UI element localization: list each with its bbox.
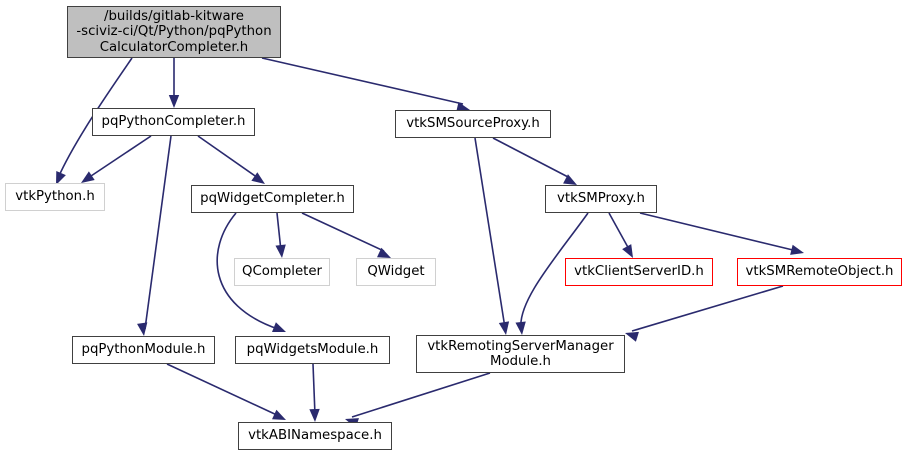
graph-node-label: vtkABINamespace.h bbox=[248, 428, 382, 444]
graph-edge-vtkRemotingServerManagerModule-vtkABINamespace bbox=[351, 372, 491, 418]
graph-arrowhead-vtkSMSourceProxy-vtkRemotingServerManagerModule bbox=[498, 321, 510, 335]
graph-edge-vtkSMSourceProxy-vtkRemotingServerManagerModule bbox=[474, 137, 506, 329]
graph-edge-vtkSMProxy-vtkClientServerID bbox=[608, 212, 631, 252]
graph-node-pqPythonCompleter[interactable]: pqPythonCompleter.h bbox=[92, 108, 255, 136]
graph-node-label: QWidget bbox=[367, 264, 425, 280]
graph-node-vtkPython[interactable]: vtkPython.h bbox=[5, 183, 105, 211]
graph-node-pqWidgetCompleter[interactable]: pqWidgetCompleter.h bbox=[191, 185, 354, 213]
graph-node-label: pqWidgetCompleter.h bbox=[200, 191, 345, 207]
graph-node-label: vtkClientServerID.h bbox=[574, 264, 704, 280]
graph-arrowhead-pqPythonModule-vtkABINamespace bbox=[272, 409, 286, 420]
graph-edge-vtkSMProxy-vtkRemotingServerManagerModule bbox=[520, 212, 589, 329]
graph-edge-vtkSMSourceProxy-vtkSMProxy bbox=[492, 137, 571, 179]
graph-arrowhead-root-pqPythonCompleter bbox=[168, 95, 180, 108]
graph-node-label: vtkRemotingServerManager Module.h bbox=[427, 338, 614, 369]
graph-node-root[interactable]: /builds/gitlab-kitware -sciviz-ci/Qt/Pyt… bbox=[67, 6, 281, 58]
graph-arrowhead-pqWidgetsModule-vtkABINamespace bbox=[309, 408, 320, 422]
graph-node-vtkRemotingServerManagerModule[interactable]: vtkRemotingServerManager Module.h bbox=[416, 335, 625, 373]
edges-group bbox=[56, 57, 804, 428]
graph-edge-vtkSMProxy-vtkSMRemoteObject bbox=[639, 212, 798, 252]
graph-edge-vtkSMRemoteObject-vtkRemotingServerManagerModule bbox=[631, 285, 784, 332]
graph-arrowhead-root-vtkPython bbox=[56, 171, 66, 185]
graph-node-label: pqPythonCompleter.h bbox=[101, 114, 246, 130]
graph-node-QCompleter[interactable]: QCompleter bbox=[234, 258, 330, 286]
graph-edge-pqWidgetCompleter-pqWidgetsModule bbox=[216, 212, 279, 330]
graph-node-label: vtkSMProxy.h bbox=[557, 191, 645, 207]
graph-node-label: vtkPython.h bbox=[15, 189, 95, 205]
graph-arrowhead-pqPythonCompleter-pqWidgetCompleter bbox=[251, 172, 265, 184]
graph-edge-pqWidgetCompleter-QWidget bbox=[301, 212, 385, 252]
graph-edge-pqWidgetsModule-vtkABINamespace bbox=[312, 363, 316, 416]
graph-arrowhead-pqPythonCompleter-pqPythonModule bbox=[137, 322, 148, 336]
graph-arrowhead-pqWidgetCompleter-QWidget bbox=[377, 247, 391, 258]
graph-edge-pqPythonCompleter-pqWidgetCompleter bbox=[197, 135, 259, 179]
graph-node-label: /builds/gitlab-kitware -sciviz-ci/Qt/Pyt… bbox=[76, 9, 272, 55]
graph-edge-pqPythonCompleter-vtkPython bbox=[87, 135, 152, 179]
graph-arrowhead-pqWidgetCompleter-pqWidgetsModule bbox=[271, 322, 286, 332]
graph-node-vtkSMProxy[interactable]: vtkSMProxy.h bbox=[545, 185, 657, 213]
graph-node-label: pqWidgetsModule.h bbox=[246, 342, 379, 358]
graph-node-vtkSMRemoteObject[interactable]: vtkSMRemoteObject.h bbox=[737, 258, 902, 286]
graph-arrowhead-pqPythonCompleter-vtkPython bbox=[81, 171, 95, 183]
graph-edge-pqPythonCompleter-pqPythonModule bbox=[144, 135, 172, 330]
graph-node-label: vtkSMSourceProxy.h bbox=[406, 116, 540, 132]
graph-node-vtkClientServerID[interactable]: vtkClientServerID.h bbox=[565, 258, 713, 286]
graph-edge-pqPythonModule-vtkABINamespace bbox=[166, 363, 280, 417]
graph-arrowhead-vtkSMProxy-vtkSMRemoteObject bbox=[790, 244, 804, 255]
graph-node-QWidget[interactable]: QWidget bbox=[356, 258, 436, 286]
graph-arrowhead-vtkSMSourceProxy-vtkSMProxy bbox=[563, 174, 577, 185]
graph-arrowhead-vtkSMRemoteObject-vtkRemotingServerManagerModule bbox=[625, 331, 639, 342]
graph-arrowhead-root-vtkSMSourceProxy bbox=[456, 102, 470, 113]
graph-node-pqPythonModule[interactable]: pqPythonModule.h bbox=[72, 336, 215, 364]
graph-node-pqWidgetsModule[interactable]: pqWidgetsModule.h bbox=[235, 336, 390, 364]
graph-node-vtkABINamespace[interactable]: vtkABINamespace.h bbox=[238, 422, 392, 450]
graph-edge-pqWidgetCompleter-QCompleter bbox=[276, 212, 282, 252]
graph-node-label: pqPythonModule.h bbox=[81, 342, 206, 358]
graph-arrowhead-vtkSMProxy-vtkClientServerID bbox=[622, 244, 633, 258]
graph-arrowhead-vtkSMProxy-vtkRemotingServerManagerModule bbox=[515, 321, 526, 335]
graph-node-label: QCompleter bbox=[241, 264, 322, 280]
graph-node-vtkSMSourceProxy[interactable]: vtkSMSourceProxy.h bbox=[395, 110, 551, 138]
graph-edge-root-vtkSMSourceProxy bbox=[261, 57, 464, 105]
graph-node-label: vtkSMRemoteObject.h bbox=[745, 264, 894, 280]
graph-arrowhead-pqWidgetCompleter-QCompleter bbox=[275, 244, 286, 258]
